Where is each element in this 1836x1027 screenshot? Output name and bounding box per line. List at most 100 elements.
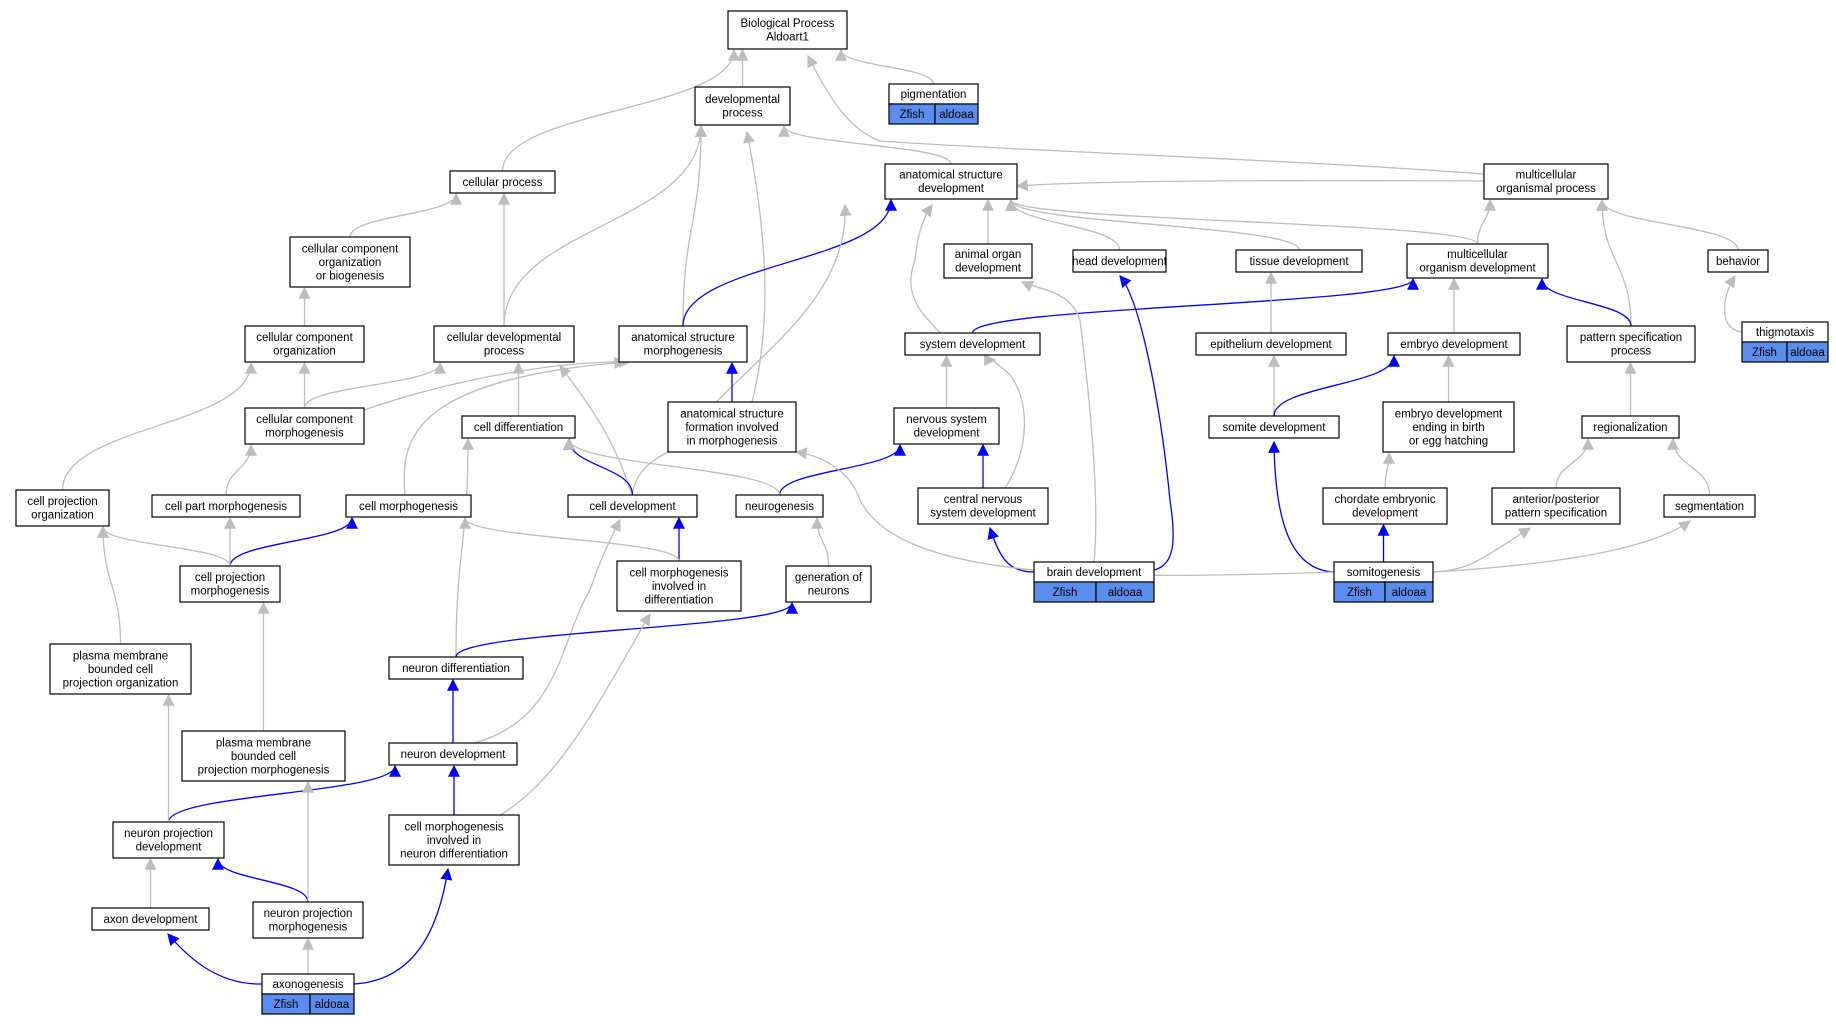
node-label: projection organization <box>63 677 179 689</box>
gene-annotation-cell[interactable]: aldoaa <box>1095 581 1155 603</box>
node-box <box>1208 415 1340 439</box>
node-box <box>388 814 520 866</box>
node-label: behavior <box>1716 256 1760 268</box>
edge-axonogenesis-to-cmind <box>353 867 453 985</box>
gene-annotation-cell[interactable]: aldoaa <box>1384 581 1434 603</box>
node-label: or egg hatching <box>1409 435 1488 447</box>
edge-sys-dev-to-mod <box>971 277 1419 334</box>
node-box <box>567 494 698 518</box>
node-cnsd[interactable]: central nervous system development <box>917 487 1049 525</box>
node-label: cellular component <box>256 332 353 344</box>
node-label: developmental <box>705 94 780 106</box>
edge-cell-dev-to-asd <box>631 203 852 496</box>
gene-annotation-cell[interactable]: aldoaa <box>934 103 979 125</box>
edge-cellular-process-to-bp <box>501 48 740 172</box>
node-neuron-dev[interactable]: neuron development <box>388 742 518 766</box>
node-label: development <box>136 842 203 854</box>
node-cellular-process[interactable]: cellular process <box>449 170 556 194</box>
node-label: regionalization <box>1593 422 1667 434</box>
node-label: cell differentiation <box>474 422 563 434</box>
node-cell-dev[interactable]: cell development <box>567 494 698 518</box>
node-label: brain development <box>1047 567 1142 579</box>
node-label: central nervous <box>944 494 1023 506</box>
node-label: neuron differentiation <box>402 663 510 675</box>
annotation-label: Zfish <box>1752 347 1777 359</box>
annotation-box <box>1095 581 1155 603</box>
node-box <box>1195 332 1347 356</box>
node-box <box>433 325 575 363</box>
gene-annotation-cell[interactable]: aldoaa <box>1786 341 1829 363</box>
node-epi-dev[interactable]: epithelium development <box>1195 332 1347 356</box>
node-tissue-dev[interactable]: tissue development <box>1235 249 1363 273</box>
node-head-dev[interactable]: head development <box>1072 249 1168 273</box>
node-somite-dev[interactable]: somite development <box>1208 415 1340 439</box>
node-sys-dev[interactable]: system development <box>904 332 1041 356</box>
node-label: pattern specification <box>1505 508 1607 520</box>
node-box <box>735 494 824 518</box>
node-layer: Biological ProcessAldoart1developmentalp… <box>15 10 1829 1015</box>
edge-cdp-to-dev-process <box>503 124 707 327</box>
species-annotation-cell[interactable]: Zfish <box>1741 341 1788 363</box>
node-axon-dev[interactable]: axon development <box>91 907 210 931</box>
species-annotation-cell[interactable]: Zfish <box>1333 581 1386 603</box>
edge-mod-to-asd <box>1005 198 1479 245</box>
node-cell-diff[interactable]: cell differentiation <box>461 415 576 439</box>
node-behavior[interactable]: behavior <box>1707 249 1769 273</box>
annotation-label: Zfish <box>1347 587 1372 599</box>
node-neurogenesis[interactable]: neurogenesis <box>735 494 824 518</box>
edge-cell-morph-to-asm <box>403 356 627 496</box>
node-label: multicellular <box>1516 170 1577 182</box>
node-cell-morph[interactable]: cell morphogenesis <box>345 494 472 518</box>
node-label: system development <box>930 508 1036 520</box>
node-box <box>1581 415 1680 439</box>
gene-annotation-cell[interactable]: aldoaa <box>309 993 355 1015</box>
edge-npd-to-neuron-dev <box>167 764 401 823</box>
annotation-label: aldoaa <box>1108 587 1143 599</box>
node-label: cell morphogenesis <box>629 567 728 579</box>
node-neuron-diff[interactable]: neuron differentiation <box>388 656 524 680</box>
node-label: segmentation <box>1675 501 1744 513</box>
node-label: cell development <box>589 501 676 513</box>
node-emb-dev[interactable]: embryo development <box>1387 332 1521 356</box>
species-annotation-cell[interactable]: Zfish <box>261 993 311 1015</box>
species-annotation-cell[interactable]: Zfish <box>1033 581 1097 603</box>
species-annotation-cell[interactable]: Zfish <box>888 103 936 125</box>
node-cpm-part[interactable]: cell part morphogenesis <box>151 494 301 518</box>
node-regionalization[interactable]: regionalization <box>1581 415 1680 439</box>
node-box <box>1072 249 1167 273</box>
node-segmentation[interactable]: segmentation <box>1663 494 1756 518</box>
edge-cmid-to-cell-morph <box>459 516 680 562</box>
edge-brain-dev-to-head-dev <box>1119 275 1174 571</box>
